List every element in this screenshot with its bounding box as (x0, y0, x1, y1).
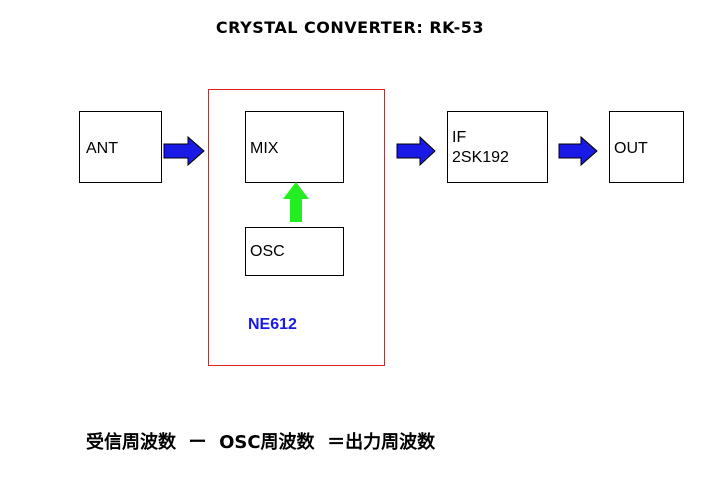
arrow-if-to-out (558, 135, 598, 167)
arrow-mix-to-if (396, 135, 436, 167)
ant-label: ANT (86, 140, 118, 157)
chip-label: NE612 (248, 316, 297, 333)
diagram-title: CRYSTAL CONVERTER: RK-53 (215, 18, 485, 37)
arrow-osc-to-mix (283, 182, 309, 222)
out-block (609, 111, 684, 183)
if-device-label: 2SK192 (452, 149, 509, 166)
osc-block (245, 227, 344, 276)
arrow-ant-to-mix (163, 135, 205, 167)
osc-label: OSC (250, 243, 285, 260)
out-label: OUT (614, 140, 648, 157)
mix-block (245, 111, 344, 183)
ne612-chip-outline (208, 89, 385, 366)
mix-label: MIX (250, 140, 279, 157)
frequency-formula: 受信周波数 ー OSC周波数 ＝出力周波数 (86, 432, 436, 453)
if-block (447, 111, 548, 183)
if-label: IF (452, 129, 467, 146)
ant-block (79, 111, 162, 183)
